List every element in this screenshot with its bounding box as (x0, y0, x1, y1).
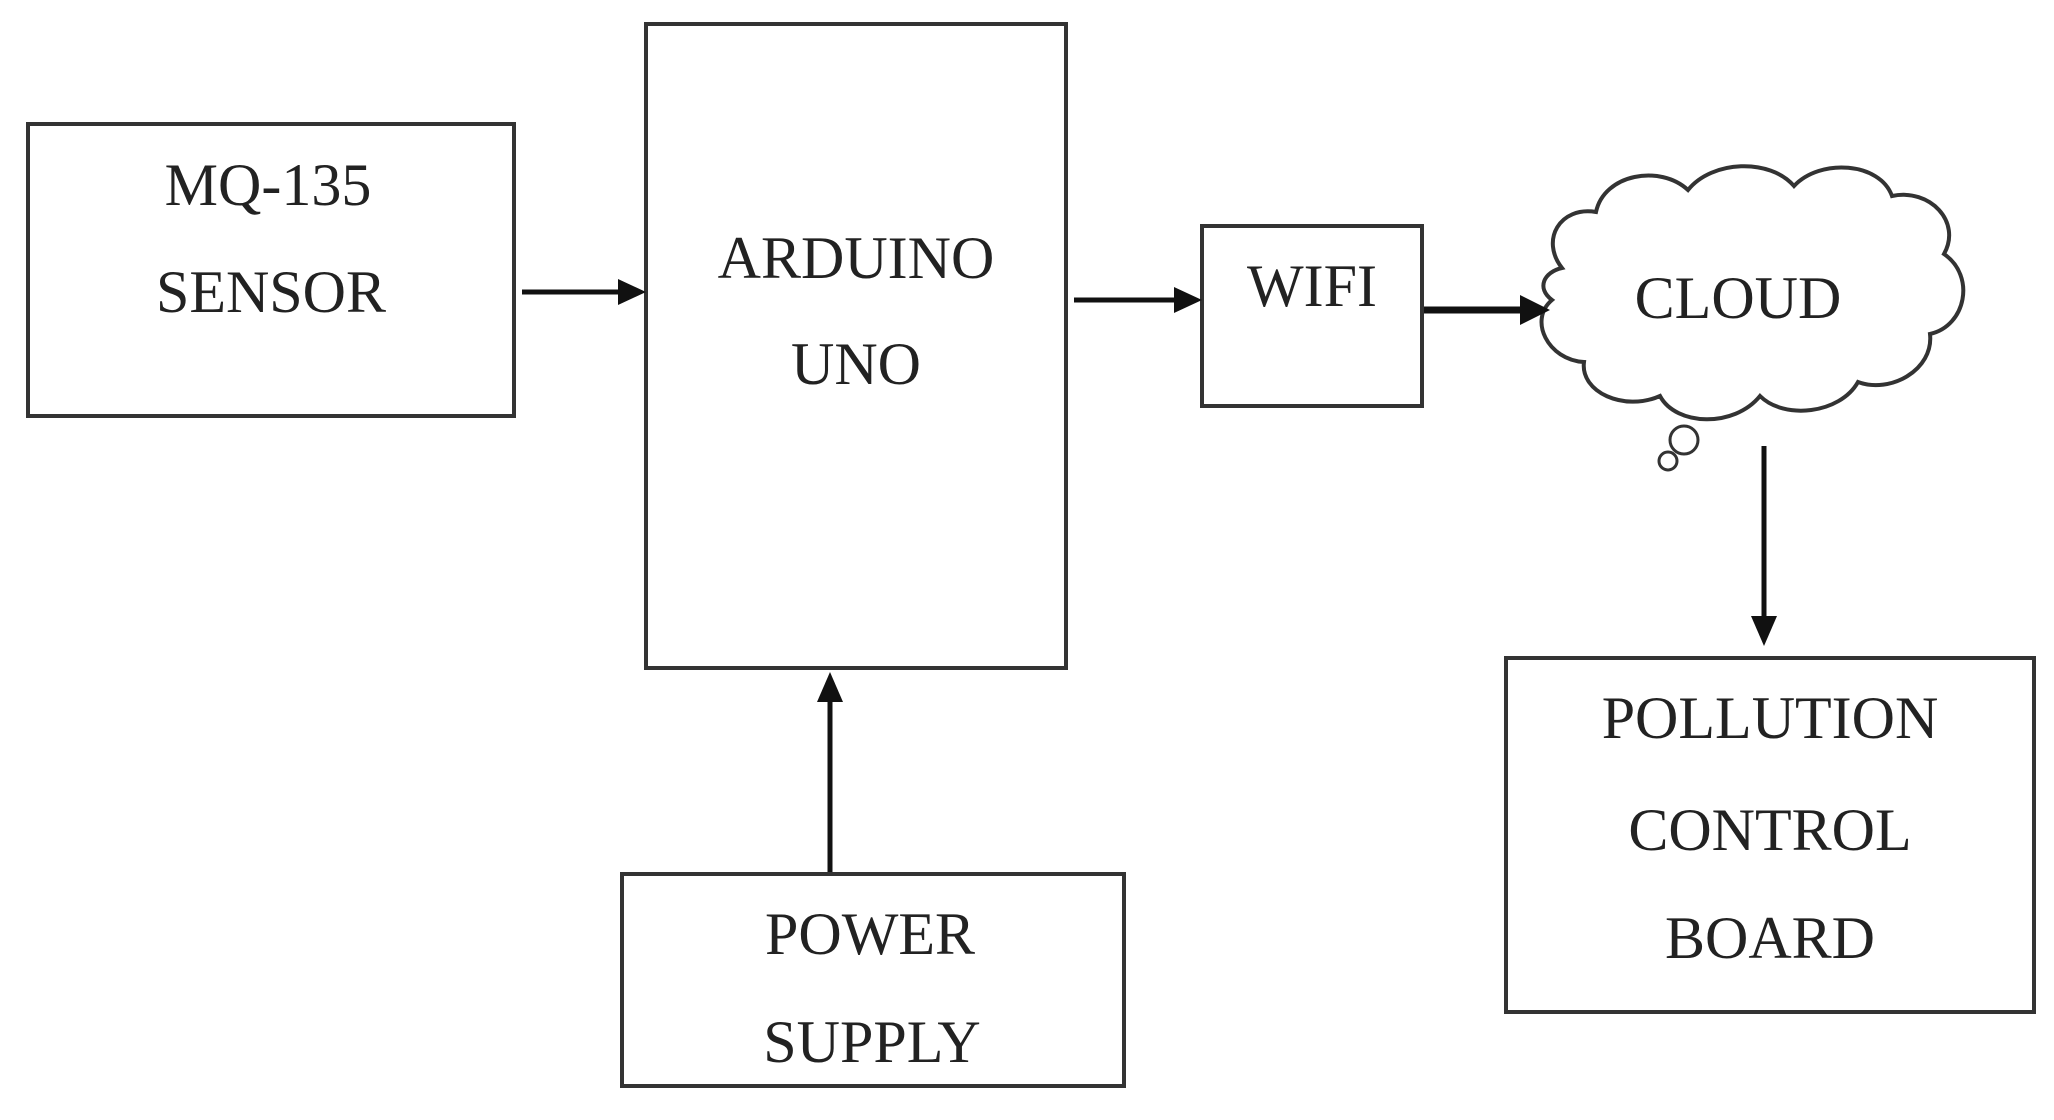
arduino-label-line-1: ARDUINO (718, 225, 995, 291)
board-label-line-3: BOARD (1665, 905, 1875, 971)
pollution-control-board-block: POLLUTION CONTROL BOARD (1504, 656, 2036, 1014)
board-label-line-2: CONTROL (1628, 797, 1911, 863)
arrow-arduino-to-wifi (1074, 287, 1202, 313)
sensor-label-line-2: SENSOR (156, 259, 386, 325)
arrow-sensor-to-arduino (522, 279, 646, 305)
power-supply-label-line-2: SUPPLY (763, 1009, 980, 1075)
cloud-trail-bubble-large (1668, 424, 1700, 456)
arrow-cloud-to-board (1751, 446, 1777, 646)
wifi-block: WIFI (1200, 224, 1424, 408)
wifi-box (1200, 224, 1424, 408)
sensor-block: MQ-135 SENSOR (26, 122, 516, 418)
power-supply-block: POWER SUPPLY (620, 872, 1126, 1088)
arduino-label-line-2: UNO (791, 331, 921, 397)
board-label-line-1: POLLUTION (1602, 685, 1939, 751)
arduino-block: ARDUINO UNO (644, 22, 1068, 670)
sensor-label-line-1: MQ-135 (165, 152, 372, 218)
arrow-wifi-to-cloud (1424, 295, 1550, 325)
sensor-box (26, 122, 516, 418)
cloud-trail-bubble-small (1657, 450, 1679, 472)
pollution-control-board-box (1504, 656, 2036, 1014)
power-supply-label-line-1: POWER (765, 901, 975, 967)
cloud-shape (1539, 164, 1966, 422)
arrow-power-to-arduino (817, 672, 843, 872)
arduino-box (644, 22, 1068, 670)
cloud-label: CLOUD (1635, 265, 1842, 331)
wifi-label: WIFI (1247, 253, 1377, 319)
cloud-block: CLOUD (1539, 164, 1966, 472)
power-supply-box (620, 872, 1126, 1088)
